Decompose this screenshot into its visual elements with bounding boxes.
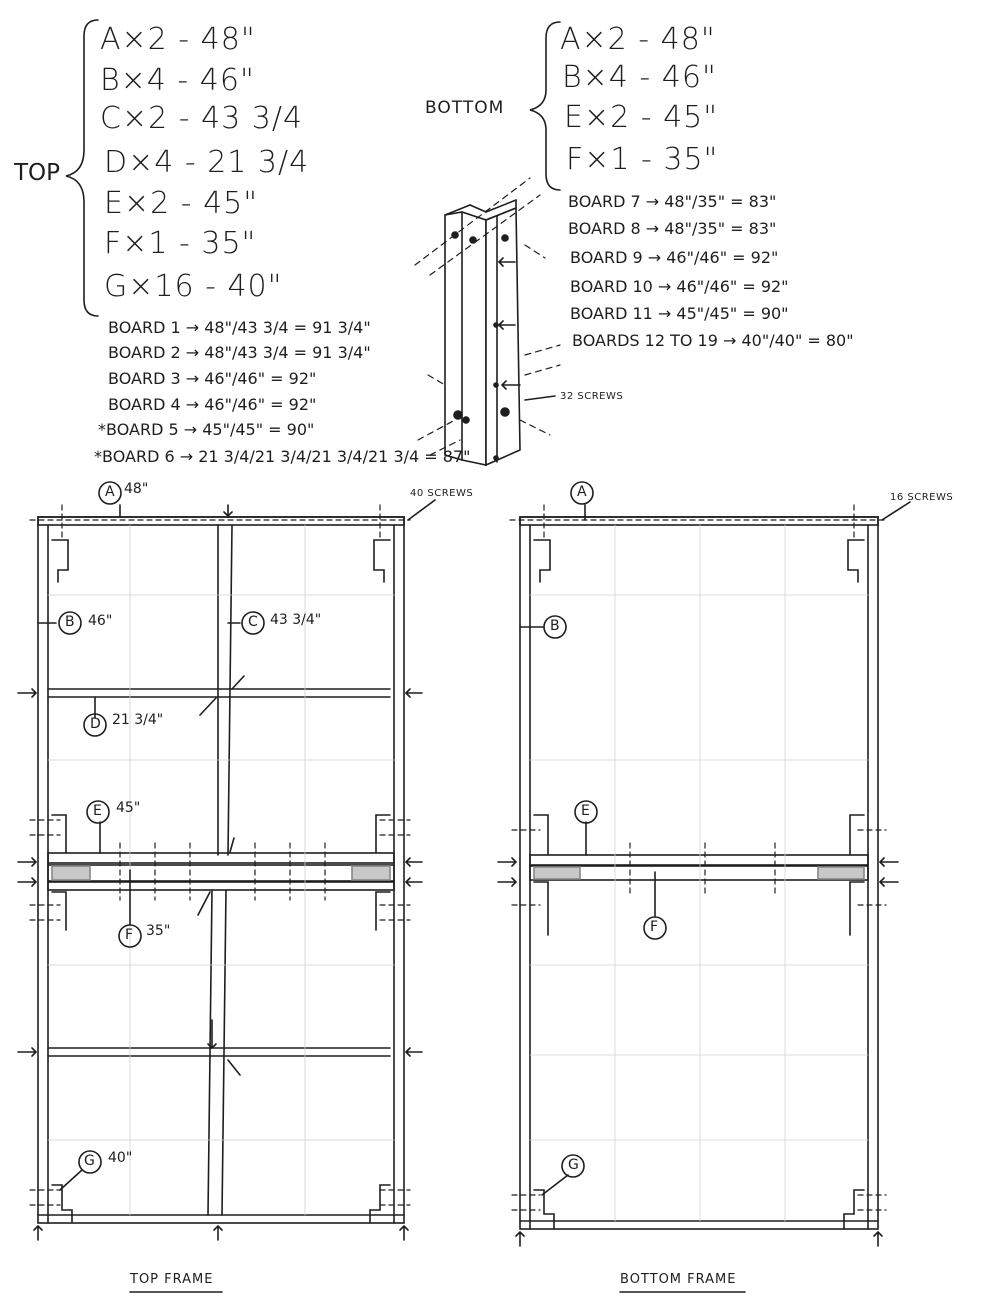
top-part-f: F×1 - 35" <box>104 226 257 261</box>
bottom-parts-brace <box>529 21 561 191</box>
board-11: BOARD 11 → 45"/45" = 90" <box>570 304 789 323</box>
bottom-callout-b: B <box>550 618 560 634</box>
bottom-callout-a: A <box>577 484 587 500</box>
bottom-label: BOTTOM <box>425 98 505 118</box>
bottom-callout-e: E <box>581 803 590 819</box>
top-frame-screws: 40 SCREWS <box>410 488 474 499</box>
callout-f-letter: F <box>125 927 134 943</box>
board-4: BOARD 4 → 46"/46" = 92" <box>108 395 317 414</box>
boards-12-19: BOARDS 12 TO 19 → 40"/40" = 80" <box>572 331 854 350</box>
callout-d-letter: D <box>90 716 101 732</box>
board-8: BOARD 8 → 48"/35" = 83" <box>568 219 777 238</box>
top-label: TOP <box>14 160 61 186</box>
board-6: *BOARD 6 → 21 3/4/21 3/4/21 3/4/21 3/4 =… <box>94 447 471 466</box>
bottom-part-b: B×4 - 46" <box>562 60 717 95</box>
board-3: BOARD 3 → 46"/46" = 92" <box>108 369 317 388</box>
callout-c-letter: C <box>248 614 258 630</box>
bottom-part-f: F×1 - 35" <box>566 142 719 177</box>
top-part-c: C×2 - 43 3/4 <box>100 101 304 136</box>
board-9: BOARD 9 → 46"/46" = 92" <box>570 248 779 267</box>
board-1: BOARD 1 → 48"/43 3/4 = 91 3/4" <box>108 318 371 337</box>
bottom-part-e: E×2 - 45" <box>564 100 719 135</box>
top-part-e: E×2 - 45" <box>104 186 259 221</box>
callout-e-dim: 45" <box>116 800 141 816</box>
board-7: BOARD 7 → 48"/35" = 83" <box>568 192 777 211</box>
top-frame-caption: TOP FRAME <box>130 1272 214 1287</box>
top-part-b: B×4 - 46" <box>100 63 255 98</box>
callout-b-dim: 46" <box>88 613 113 629</box>
top-part-d: D×4 - 21 3/4 <box>104 145 310 180</box>
bottom-frame-screws: 16 SCREWS <box>890 492 954 503</box>
bottom-frame-caption: BOTTOM FRAME <box>620 1272 737 1287</box>
callout-f-dim: 35" <box>146 923 171 939</box>
callout-g-letter: G <box>84 1153 95 1169</box>
callout-e-letter: E <box>93 803 102 819</box>
corner-post-drawing <box>414 177 561 467</box>
callout-b-letter: B <box>65 614 75 630</box>
post-screws-label: 32 SCREWS <box>560 391 624 402</box>
callout-a-letter: A <box>105 484 115 500</box>
callout-g-dim: 40" <box>108 1150 133 1166</box>
board-5: *BOARD 5 → 45"/45" = 90" <box>98 420 315 439</box>
bottom-callout-g: G <box>568 1157 579 1173</box>
top-parts-brace <box>65 19 99 317</box>
board-2: BOARD 2 → 48"/43 3/4 = 91 3/4" <box>108 343 371 362</box>
top-frame-drawing <box>17 481 436 1241</box>
top-part-g: G×16 - 40" <box>104 269 283 304</box>
callout-c-dim: 43 3/4" <box>270 612 322 628</box>
callout-d-dim: 21 3/4" <box>112 712 164 728</box>
bottom-part-a: A×2 - 48" <box>560 22 716 57</box>
callout-a-dim: 48" <box>124 481 149 497</box>
top-part-a: A×2 - 48" <box>100 22 256 57</box>
bottom-frame-drawing <box>497 481 911 1247</box>
board-10: BOARD 10 → 46"/46" = 92" <box>570 277 789 296</box>
bottom-callout-f: F <box>650 919 659 935</box>
